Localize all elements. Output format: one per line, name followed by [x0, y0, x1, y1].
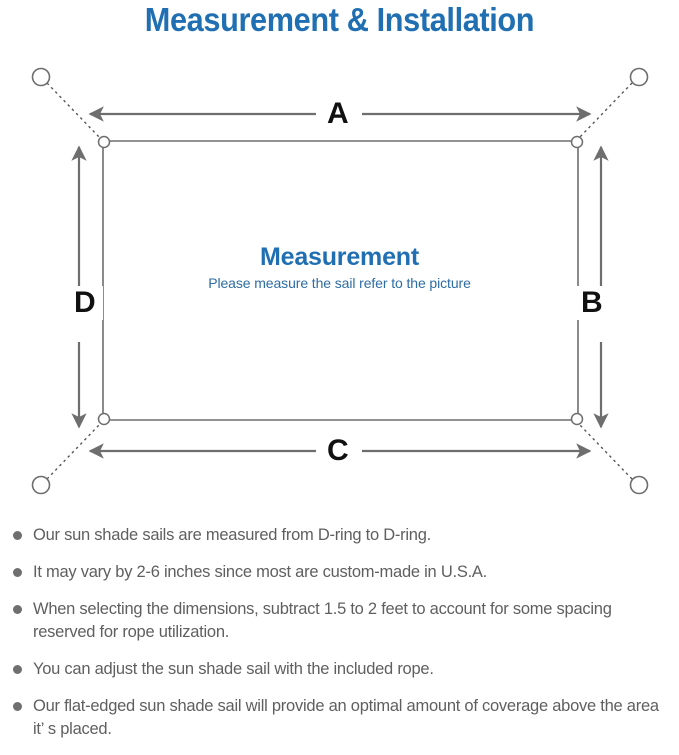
diagram-svg: [31, 67, 649, 495]
bullet-icon: [13, 605, 22, 614]
anchor-top-right: [629, 67, 649, 87]
bullet-icon: [13, 568, 22, 577]
measurement-diagram: A B C D Measurement Please measure the s…: [0, 46, 679, 516]
rope-lines: [46, 82, 633, 480]
rope-line-top-right: [577, 82, 633, 140]
anchor-bottom-left: [31, 475, 51, 495]
note-text: Our flat-edged sun shade sail will provi…: [33, 697, 659, 738]
notes-list: Our sun shade sails are measured from D-…: [0, 524, 679, 755]
sail-rectangle: [102, 140, 579, 421]
note-item: Our flat-edged sun shade sail will provi…: [0, 695, 679, 741]
rope-line-bottom-right: [577, 422, 633, 480]
rope-line-bottom-left: [46, 422, 102, 480]
d-ring-top-left: [97, 135, 111, 149]
note-text: You can adjust the sun shade sail with t…: [33, 660, 434, 678]
note-text: When selecting the dimensions, subtract …: [33, 600, 612, 641]
anchor-circles: [31, 67, 649, 495]
d-rings: [97, 135, 584, 426]
note-item: You can adjust the sun shade sail with t…: [0, 658, 679, 681]
dimension-label-d: D: [67, 286, 103, 320]
dimension-label-c: C: [320, 434, 356, 468]
note-item: When selecting the dimensions, subtract …: [0, 598, 679, 644]
bullet-icon: [13, 665, 22, 674]
anchor-top-left: [31, 67, 51, 87]
rope-line-top-left: [46, 82, 102, 140]
page-title: Measurement & Installation: [144, 1, 535, 38]
note-text: Our sun shade sails are measured from D-…: [33, 526, 431, 544]
d-ring-top-right: [570, 135, 584, 149]
note-text: It may vary by 2-6 inches since most are…: [33, 563, 488, 581]
note-item: It may vary by 2-6 inches since most are…: [0, 561, 679, 584]
anchor-bottom-right: [629, 475, 649, 495]
dimension-label-a: A: [320, 97, 356, 131]
bullet-icon: [13, 702, 22, 711]
d-ring-bottom-right: [570, 412, 584, 426]
note-item: Our sun shade sails are measured from D-…: [0, 524, 679, 547]
d-ring-bottom-left: [97, 412, 111, 426]
bullet-icon: [13, 531, 22, 540]
dimension-label-b: B: [574, 286, 610, 320]
